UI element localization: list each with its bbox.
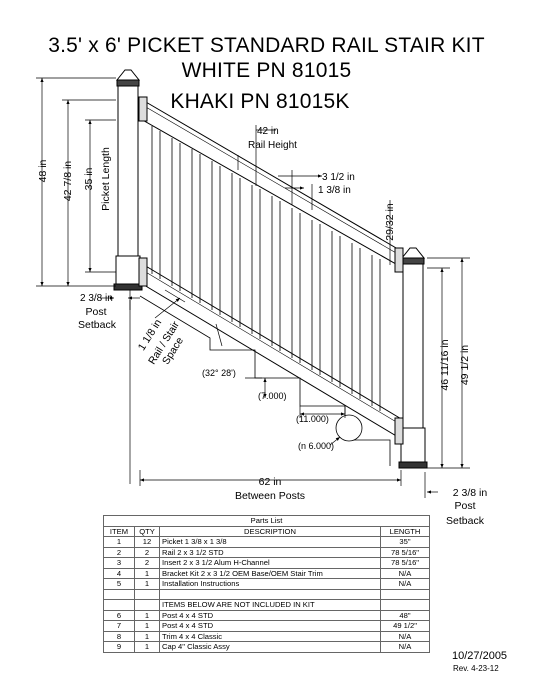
cell: [134, 588, 160, 600]
cell: 1: [103, 536, 135, 548]
cell: 8: [103, 630, 135, 642]
cell: 1: [134, 578, 160, 590]
col-description: DESCRIPTION: [159, 525, 381, 537]
label-gap-2932: 29/32 in: [384, 203, 396, 241]
table-row: 2 2 Rail 2 x 3 1/2 STD 78 5/16": [103, 546, 430, 558]
cell: 5: [103, 578, 135, 590]
table-row: 9 1 Cap 4" Classic Assy N/A: [103, 641, 430, 653]
top-rail: [138, 96, 404, 273]
table-row: 6 1 Post 4 x 4 STD 48": [103, 609, 430, 621]
cell: Rail 2 x 3 1/2 STD: [159, 546, 381, 558]
left-post: [113, 69, 143, 291]
dimension-lines: [36, 77, 470, 498]
label-rail-width: 3 1/2 in: [322, 172, 355, 183]
cell: 2: [103, 546, 135, 558]
table-row: ITEMS BELOW ARE NOT INCLUDED IN KIT: [103, 599, 430, 611]
cell: 6: [103, 609, 135, 621]
label-right-4611: 46 11/16 in: [439, 339, 451, 391]
cell: 2: [134, 557, 160, 569]
cell: ITEMS BELOW ARE NOT INCLUDED IN KIT: [159, 599, 381, 611]
cell: 48": [380, 609, 430, 621]
cell: 1: [134, 641, 160, 653]
cell: Trim 4 x 4 Classic: [159, 630, 381, 642]
cell: 1: [134, 567, 160, 579]
label-setback-right: 2 3/8 in: [452, 487, 488, 499]
cell: [380, 599, 430, 611]
label-rise: (7.000): [258, 391, 287, 401]
parts-list-table: Parts List ITEM QTY DESCRIPTION LENGTH 1…: [103, 515, 430, 653]
cell: 2: [134, 546, 160, 558]
table-row: 7 1 Post 4 x 4 STD 49 1/2": [103, 620, 430, 632]
cell: 7: [103, 620, 135, 632]
title-line-2: WHITE PN 81015: [181, 59, 352, 82]
cell: Picket 1 3/8 x 1 3/8: [159, 536, 381, 548]
label-picket-width: 1 3/8 in: [318, 185, 351, 196]
cell: N/A: [380, 630, 430, 642]
cell: 4: [103, 567, 135, 579]
pickets: [151, 126, 381, 411]
cell: 1: [134, 609, 160, 621]
cell: Cap 4" Classic Assy: [159, 641, 381, 653]
label-setback-left: 2 3/8 in: [80, 293, 113, 304]
label-right-4912: 49 1/2 in: [459, 344, 471, 386]
col-item: ITEM: [103, 525, 135, 537]
cell: 78 5/16": [380, 557, 430, 569]
table-row: 1 12 Picket 1 3/8 x 1 3/8 35": [103, 536, 430, 548]
parts-caption: Parts List: [103, 515, 430, 527]
cell: Bracket Kit 2 x 3 1/2 OEM Base/OEM Stair…: [159, 567, 381, 579]
cell: 78 5/16": [380, 546, 430, 558]
cell: N/A: [380, 578, 430, 590]
cell: Installation Instructions: [159, 578, 381, 590]
cell: [380, 588, 430, 600]
label-setback-left-post: Post: [85, 306, 107, 318]
label-run: (11.000): [296, 414, 329, 424]
label-picket-length-text: Picket Length: [100, 147, 112, 211]
table-row: [103, 588, 430, 600]
label-rail-height: 42 in: [257, 126, 279, 137]
label-picket-length: 35 in: [83, 167, 95, 191]
cell: 9: [103, 641, 135, 653]
cell: 3: [103, 557, 135, 569]
label-nose: (n 6.000): [298, 441, 334, 451]
cell: [159, 588, 381, 600]
label-angle: (32° 28'): [202, 368, 236, 378]
col-qty: QTY: [134, 525, 160, 537]
cell: 12: [134, 536, 160, 548]
cell: N/A: [380, 641, 430, 653]
cell: 1: [134, 630, 160, 642]
cell: N/A: [380, 567, 430, 579]
cell: Post 4 x 4 STD: [159, 609, 381, 621]
cell: Post 4 x 4 STD: [159, 620, 381, 632]
label-rail-height-text: Rail Height: [248, 140, 297, 151]
bottom-rail: [138, 257, 404, 445]
cell: 35": [380, 536, 430, 548]
title-line-3: KHAKI PN 81015K: [170, 90, 350, 113]
label-between: 62 in: [258, 476, 282, 488]
stair-profile: [129, 295, 391, 466]
label-setback-right-post: Post: [454, 500, 476, 512]
footer-rev: Rev. 4-23-12: [453, 664, 499, 673]
cell: 49 1/2": [380, 620, 430, 632]
cell: [103, 588, 135, 600]
label-setback-right-text: Setback: [446, 515, 484, 527]
label-height-48: 48 in: [37, 159, 49, 183]
cell: [103, 599, 135, 611]
title-line-1: 3.5' x 6' PICKET STANDARD RAIL STAIR KIT: [48, 34, 485, 57]
label-height-42-78: 42 7/8 in: [62, 160, 74, 202]
cell: 1: [134, 620, 160, 632]
table-row: 3 2 Insert 2 x 3 1/2 Alum H-Channel 78 5…: [103, 557, 430, 569]
cell: Insert 2 x 3 1/2 Alum H-Channel: [159, 557, 381, 569]
col-length: LENGTH: [380, 525, 430, 537]
label-setback-left-text: Setback: [78, 319, 116, 331]
label-between-text: Between Posts: [234, 490, 306, 502]
table-row: 4 1 Bracket Kit 2 x 3 1/2 OEM Base/OEM S…: [103, 567, 430, 579]
right-post: [398, 247, 428, 469]
cell: [134, 599, 160, 611]
footer-date: 10/27/2005: [452, 650, 508, 662]
table-header-row: ITEM QTY DESCRIPTION LENGTH: [103, 525, 430, 537]
table-row: 5 1 Installation Instructions N/A: [103, 578, 430, 590]
table-row: 8 1 Trim 4 x 4 Classic N/A: [103, 630, 430, 642]
dimension-labels: 42 in Rail Height 3 1/2 in 1 3/8 in (32°…: [80, 126, 355, 451]
